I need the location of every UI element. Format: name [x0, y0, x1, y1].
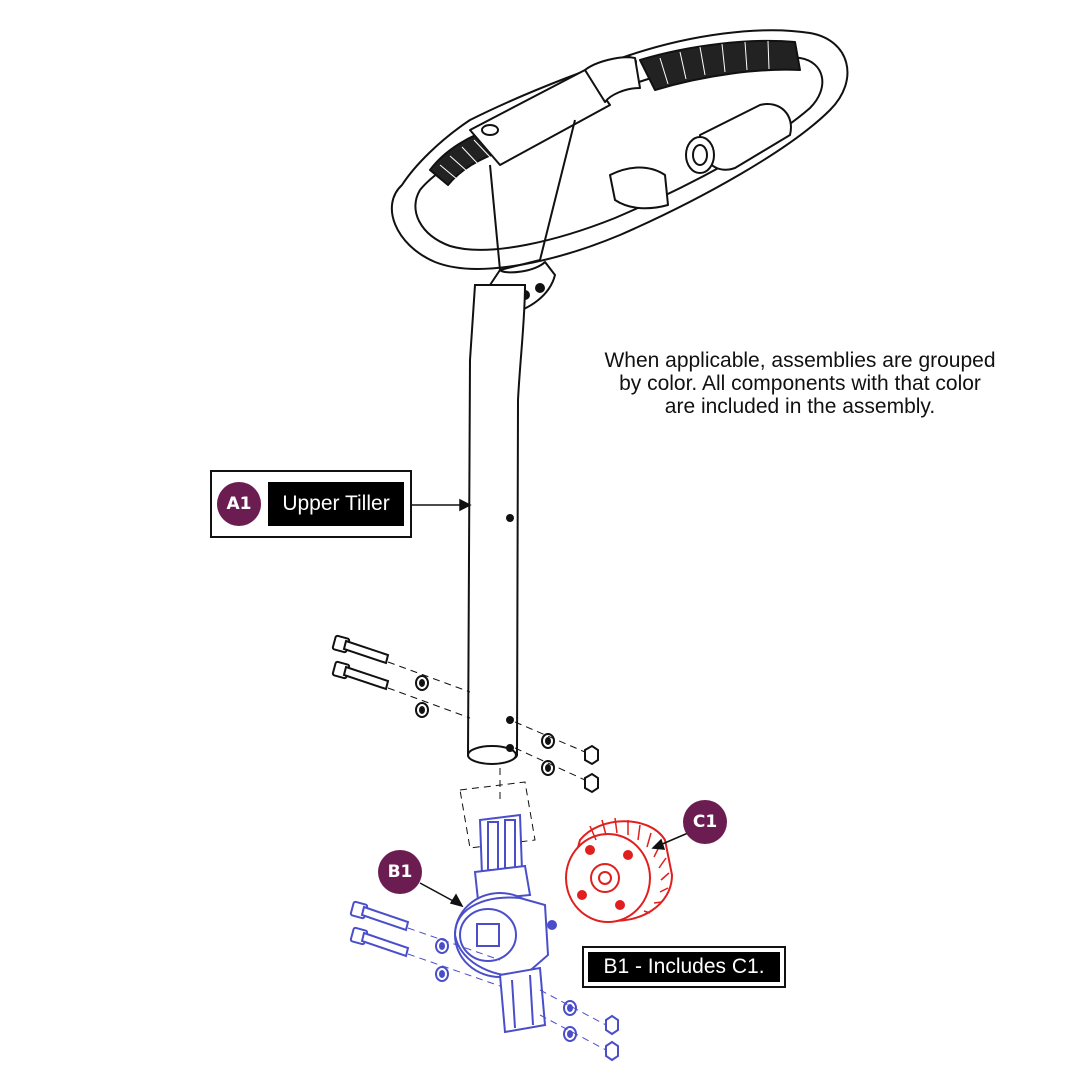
assembly-b1	[349, 813, 619, 1062]
upper-hardware	[331, 634, 599, 794]
callout-a1-id: A1	[226, 494, 252, 514]
callout-b1-badge: B1	[378, 850, 422, 894]
callout-b1-id: B1	[387, 862, 413, 882]
callout-b1-note: B1 - Includes C1.	[588, 952, 780, 982]
color-grouping-note: When applicable, assemblies are grouped …	[540, 349, 1060, 418]
callout-a1-label: Upper Tiller	[268, 482, 404, 526]
handlebar	[391, 29, 849, 317]
callout-c1-badge: C1	[683, 800, 727, 844]
callout-a1-badge: A1	[217, 482, 261, 526]
note-line: are included in the assembly.	[664, 395, 936, 418]
note-line: by color. All components with that color	[619, 372, 981, 395]
upper-tiller-tube	[466, 284, 527, 765]
alignment-lines-upper	[387, 661, 586, 849]
alignment-lines-b1	[407, 927, 607, 1051]
leader-lines	[412, 498, 689, 908]
assembly-c1	[565, 817, 674, 923]
callout-c1-id: C1	[692, 812, 718, 832]
note-line: When applicable, assemblies are grouped	[604, 349, 996, 372]
